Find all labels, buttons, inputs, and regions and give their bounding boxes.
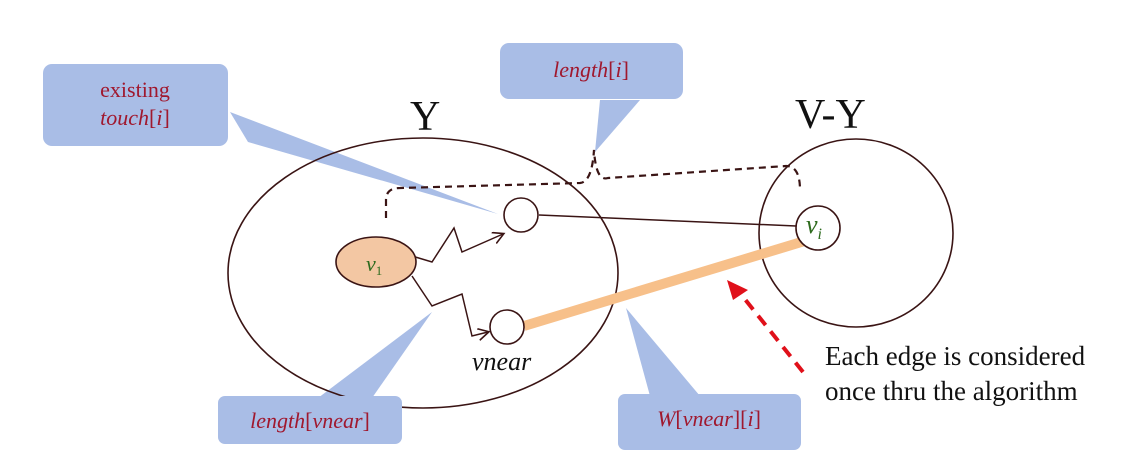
existing-touch-callout-line2: touch[i] (100, 105, 170, 130)
target-node-vi (795, 205, 841, 251)
red-dashed-arrow-head (727, 280, 748, 300)
target-node-label: vi (806, 210, 822, 243)
edge-vnear-to-vi-highlight (522, 235, 810, 331)
w-pointer (626, 308, 700, 396)
source-node-v1 (335, 236, 417, 288)
existing-touch-callout (43, 64, 228, 146)
length-vnear-callout (218, 396, 402, 444)
existing-touch-callout-line1: existing (100, 77, 170, 102)
zigzag-path-to-vnear-node (411, 275, 488, 336)
source-node-label: v1 (366, 251, 382, 278)
red-dashed-arrow-shaft (738, 291, 805, 374)
length-vnear-callout-text: length[vnear] (250, 408, 370, 433)
vnear-node (489, 309, 525, 345)
set-y-ellipse (227, 137, 619, 409)
length-i-callout-text: length[i] (553, 57, 629, 82)
edge-touch-to-vi (538, 214, 797, 227)
set-v-minus-y-label: V-Y (795, 92, 866, 138)
length-bracket (384, 149, 802, 218)
length-i-pointer (595, 100, 640, 152)
vnear-node-label: vnear (472, 347, 532, 376)
caption-line-1: Each edge is considered (825, 341, 1086, 371)
weight-callout-text: W[vnear][i] (657, 406, 761, 431)
weight-callout (618, 394, 801, 450)
existing-touch-pointer (230, 112, 498, 214)
set-y-label: Y (410, 94, 440, 140)
zigzag-path-to-touch-node (411, 226, 503, 263)
length-vnear-pointer (318, 312, 432, 398)
length-i-callout (500, 43, 683, 99)
set-v-minus-y-ellipse (758, 138, 954, 328)
caption-line-2: once thru the algorithm (825, 376, 1078, 406)
touch-node (503, 197, 539, 233)
